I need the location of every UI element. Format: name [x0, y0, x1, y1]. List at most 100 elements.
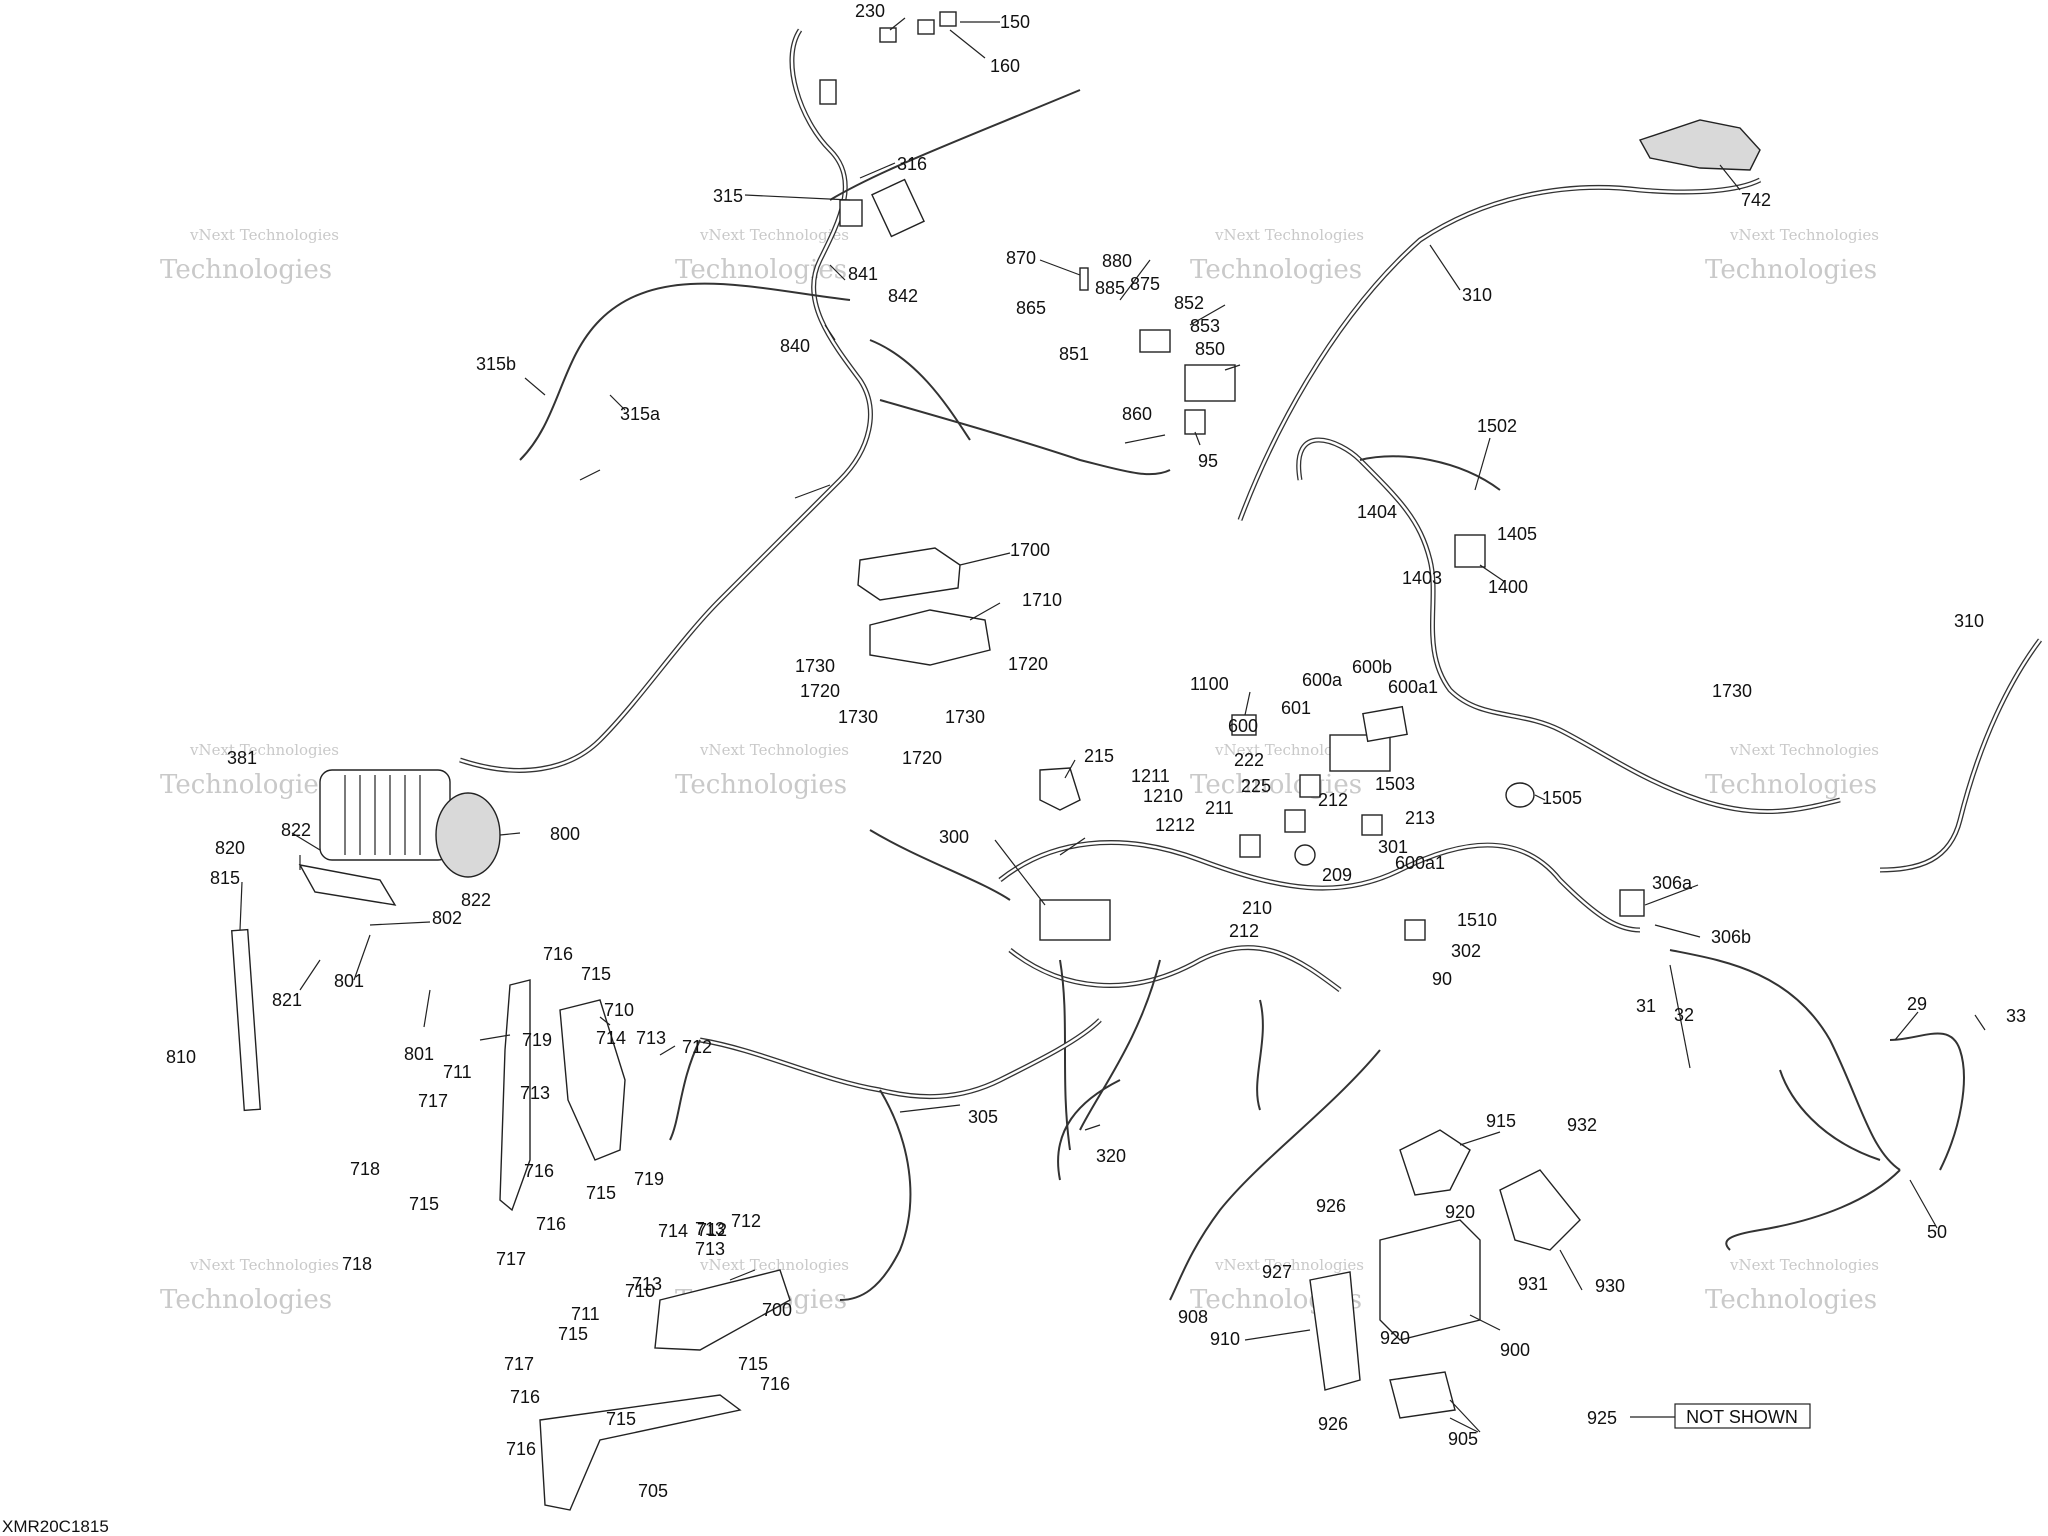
- callout: 841: [848, 264, 878, 284]
- callout: 601: [1281, 698, 1311, 718]
- strap-810: [230, 928, 262, 1112]
- battery-900: [1379, 1219, 1481, 1341]
- callout: 931: [1518, 1274, 1548, 1294]
- connector-230: [879, 27, 897, 43]
- callout: 712: [697, 1220, 727, 1240]
- callout: 927: [1262, 1262, 1292, 1282]
- callout: 717: [496, 1249, 526, 1269]
- callout: 320: [1096, 1146, 1126, 1166]
- bracket-852: [1139, 329, 1171, 353]
- callout: 713: [695, 1219, 725, 1239]
- callout: 852: [1174, 293, 1204, 313]
- callout: 1730: [945, 707, 985, 727]
- svg-text:vNext Technologies: vNext Technologies: [189, 741, 339, 759]
- callout: 222: [1234, 750, 1264, 770]
- svg-text:vNext Technologies: vNext Technologies: [1214, 226, 1364, 244]
- headlight-700: [654, 1269, 791, 1351]
- callout: 853: [1190, 316, 1220, 336]
- module-600a: [1362, 705, 1408, 743]
- callout: 821: [272, 990, 302, 1010]
- callout: 213: [1405, 808, 1435, 828]
- module-930: [1499, 1169, 1581, 1251]
- callout: 713: [695, 1239, 725, 1259]
- callout: 1730: [1712, 681, 1752, 701]
- callout: 1720: [1008, 654, 1048, 674]
- svg-text:vNext Technologies: vNext Technologies: [699, 1256, 849, 1274]
- callouts: 230 150 160 316 315 742 310 870 880 885 …: [166, 1, 2026, 1501]
- callout: 600a1: [1395, 853, 1445, 873]
- callout: 900: [1500, 1340, 1530, 1360]
- callout: 930: [1595, 1276, 1625, 1296]
- callout: 1720: [800, 681, 840, 701]
- module-600: [1329, 734, 1391, 772]
- fairlead-820: [298, 864, 397, 906]
- callout: 820: [215, 838, 245, 858]
- fuse-box-315: [871, 178, 925, 238]
- connector-harness: [819, 79, 837, 105]
- callout: 1405: [1497, 524, 1537, 544]
- drawing-code: XMR20C1815: [2, 1517, 109, 1536]
- callout: 31: [1636, 996, 1656, 1016]
- svg-text:vNext Technologies: vNext Technologies: [699, 226, 849, 244]
- ring-1505: [1505, 782, 1535, 808]
- callout: 1510: [1457, 910, 1497, 930]
- sensor-1400: [1454, 534, 1486, 568]
- fuse-block-300: [1039, 899, 1111, 941]
- callout: 920: [1445, 1202, 1475, 1222]
- not-shown-label: NOT SHOWN: [1686, 1407, 1798, 1427]
- callout: 705: [638, 1481, 668, 1501]
- callout: 212: [1229, 921, 1259, 941]
- callout: 910: [1210, 1329, 1240, 1349]
- svg-text:Technologies: Technologies: [160, 1285, 332, 1315]
- callout: 29: [1907, 994, 1927, 1014]
- callout: 150: [1000, 12, 1030, 32]
- callout: 716: [506, 1439, 536, 1459]
- winch-motor-800: [435, 792, 501, 878]
- connector-160: [939, 11, 957, 27]
- callout: 316: [897, 154, 927, 174]
- callout: 700: [762, 1300, 792, 1320]
- trim-711: [499, 979, 531, 1212]
- callout: 230: [855, 1, 885, 21]
- not-shown-ref: 925: [1587, 1408, 1617, 1428]
- callout: 315: [713, 186, 743, 206]
- callout: 713: [632, 1274, 662, 1294]
- bracket-1710: [869, 609, 991, 666]
- callout: 50: [1927, 1222, 1947, 1242]
- callout: 719: [522, 1030, 552, 1050]
- callout: 600: [1228, 716, 1258, 736]
- connector-213: [1361, 814, 1383, 836]
- callout: 815: [210, 868, 240, 888]
- callout: 875: [1130, 274, 1160, 294]
- components: [230, 11, 1761, 1511]
- callout: 714: [658, 1221, 688, 1241]
- callout: 1400: [1488, 577, 1528, 597]
- callout: 716: [760, 1374, 790, 1394]
- callout: 885: [1095, 278, 1125, 298]
- pad-905: [1389, 1371, 1456, 1419]
- callout: 802: [432, 908, 462, 928]
- trim-705: [539, 1394, 742, 1511]
- not-shown-note: 925 NOT SHOWN: [1587, 1403, 1811, 1429]
- callout: 306a: [1652, 873, 1693, 893]
- callout: 1502: [1477, 416, 1517, 436]
- svg-text:vNext Technologies: vNext Technologies: [1729, 1256, 1879, 1274]
- callout: 714: [596, 1028, 626, 1048]
- callout: 1503: [1375, 774, 1415, 794]
- not-shown-box: [1674, 1403, 1811, 1429]
- connector-1100: [1231, 714, 1257, 736]
- callout: 90: [1432, 969, 1452, 989]
- callout: 300: [939, 827, 969, 847]
- callout: 1212: [1155, 815, 1195, 835]
- callout: 860: [1122, 404, 1152, 424]
- bracket-915: [1399, 1129, 1471, 1196]
- callout: 1100: [1190, 674, 1229, 694]
- svg-text:Technologies: Technologies: [1190, 255, 1362, 285]
- callout: 1403: [1402, 568, 1442, 588]
